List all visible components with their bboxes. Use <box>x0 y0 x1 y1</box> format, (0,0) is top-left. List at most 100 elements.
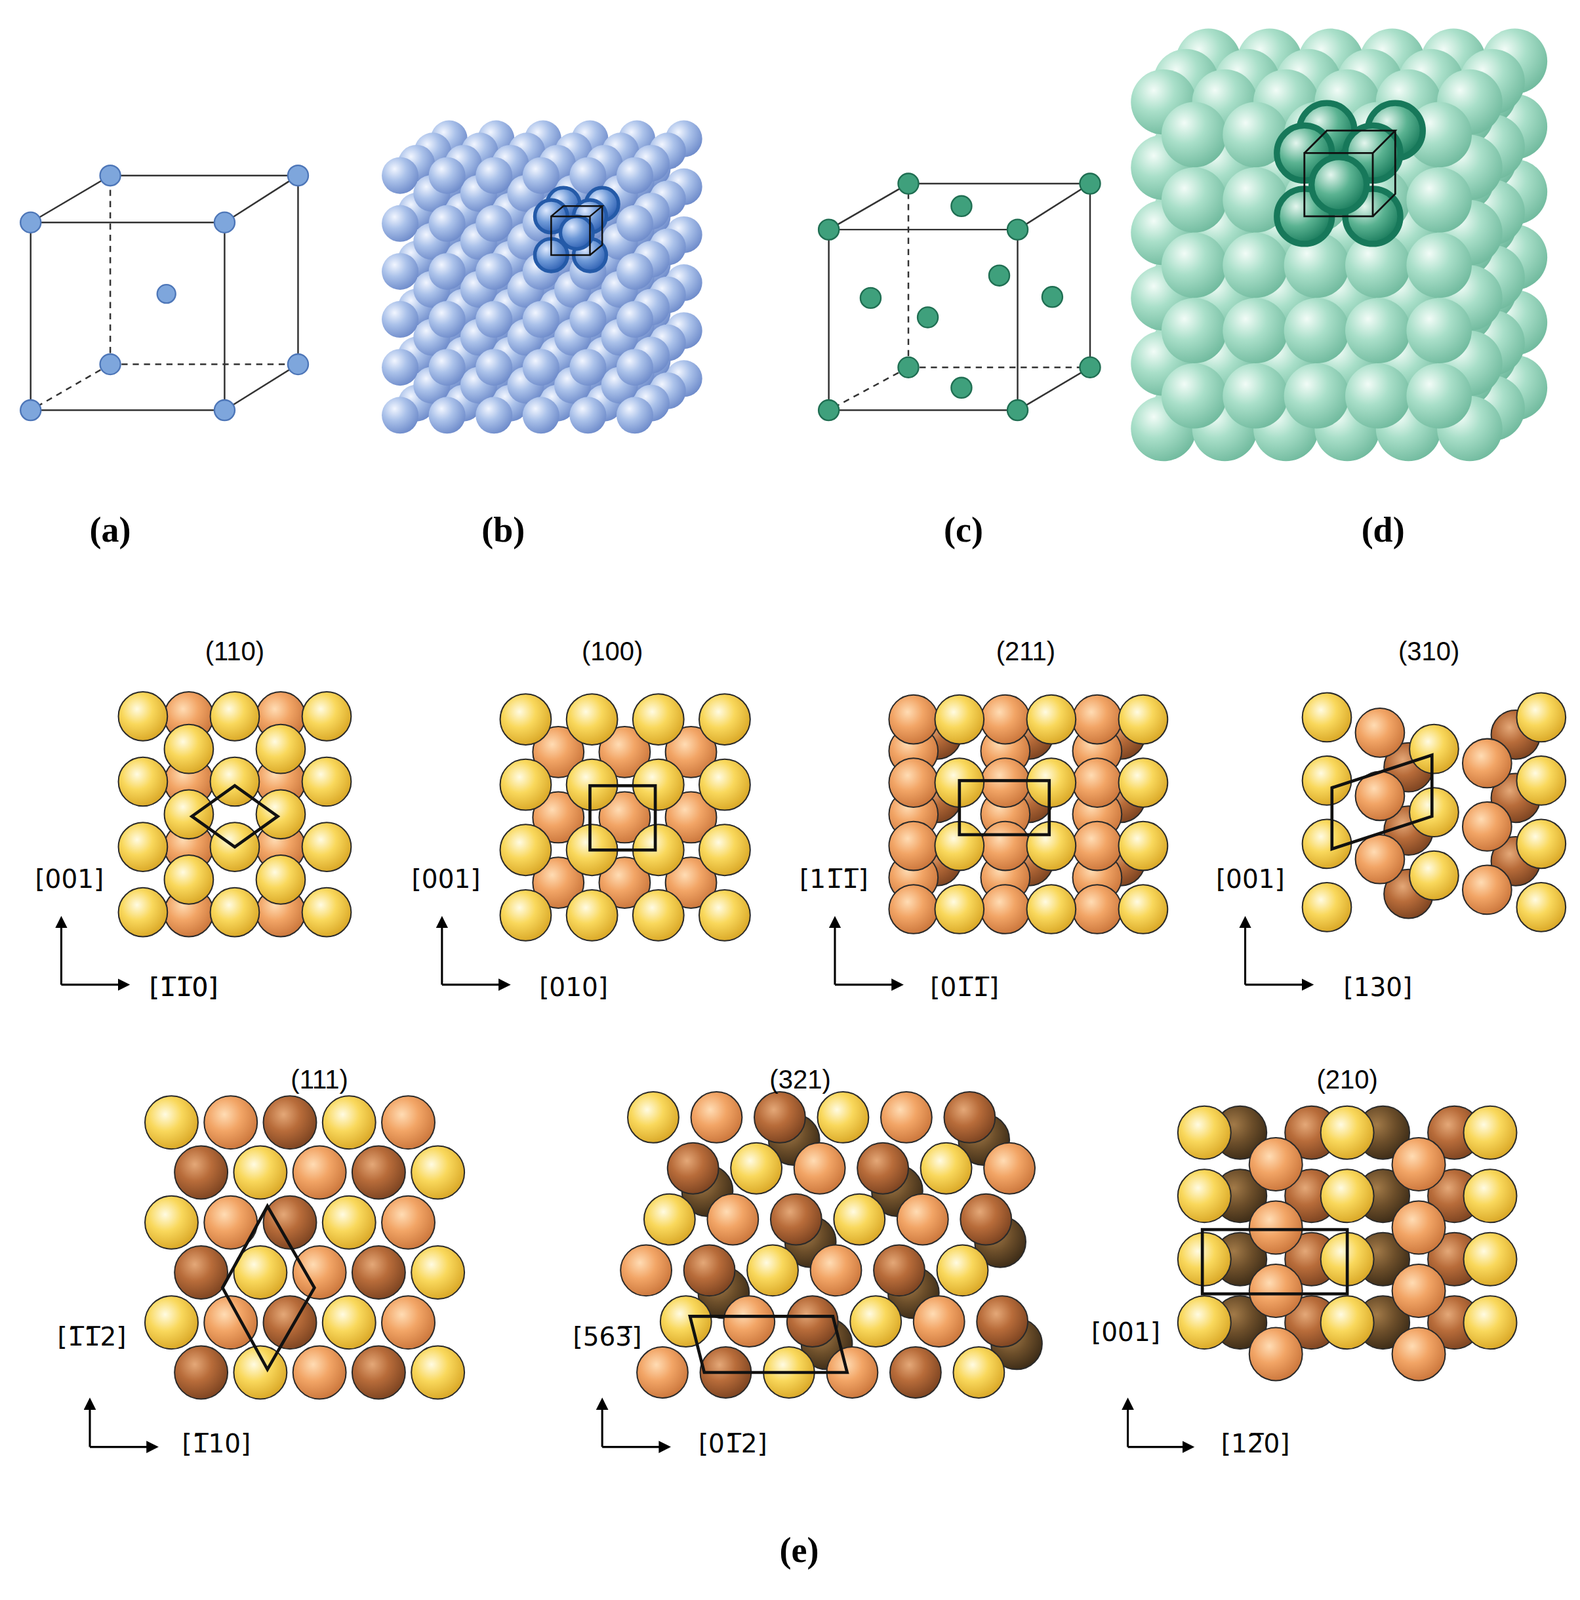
surface-atom <box>983 1143 1035 1195</box>
surface-atom <box>1463 1233 1518 1287</box>
surface-atom <box>500 890 552 942</box>
surface-atom <box>1320 1106 1375 1160</box>
fcc-unit-cell <box>951 196 972 217</box>
direction-label: [001] <box>1215 865 1285 894</box>
atom-sphere <box>616 205 654 243</box>
atom-sphere <box>1161 363 1228 429</box>
surface-atom <box>566 693 618 746</box>
direction-label: [001] <box>34 865 104 894</box>
surface-atom <box>566 890 618 942</box>
surface-atom <box>144 1095 199 1150</box>
surface-atom <box>627 1092 679 1144</box>
surface-atom <box>500 759 552 811</box>
surface-atom <box>411 1246 465 1300</box>
fcc-unit-cell <box>989 265 1010 286</box>
atom-sphere <box>522 348 560 386</box>
atom-sphere <box>1406 297 1472 364</box>
surface-atom <box>322 1296 376 1350</box>
surface-atom <box>1409 724 1459 774</box>
surface-atom <box>880 1092 932 1144</box>
surface-atom <box>411 1346 465 1400</box>
surface-atom <box>210 691 260 742</box>
surface-atom <box>118 691 168 742</box>
surface-atom <box>1355 708 1405 758</box>
bcc-unit-cell <box>20 400 41 421</box>
panel-label: (e) <box>779 1532 820 1571</box>
bcc-unit-cell <box>30 222 225 410</box>
surface-atom <box>1516 756 1566 806</box>
direction-arrow <box>88 1400 91 1448</box>
bcc-highlight <box>560 216 593 250</box>
surface-atom <box>943 1092 995 1144</box>
surface-title: (110) <box>205 636 265 666</box>
surface-atom <box>164 724 214 774</box>
surface-atom <box>747 1244 799 1297</box>
fcc-unit-cell <box>829 183 1091 410</box>
surface-atom <box>934 884 984 934</box>
direction-label: [010] <box>539 973 608 1003</box>
direction-arrow <box>60 983 128 986</box>
atom-sphere <box>428 157 466 195</box>
direction-arrow <box>1128 1446 1193 1449</box>
surface-atom <box>322 1095 376 1150</box>
atom-sphere <box>428 205 466 243</box>
fcc-unit-cell <box>897 173 919 195</box>
surface-atom <box>667 1143 719 1195</box>
fcc-unit-cell <box>818 400 839 421</box>
bcc-unit-cell <box>100 354 121 375</box>
surface-atom <box>1516 882 1566 932</box>
bcc-unit-cell <box>287 354 309 375</box>
fcc-unit-cell <box>1007 400 1028 421</box>
bcc-unit-cell <box>287 165 309 186</box>
direction-arrow <box>1245 983 1312 986</box>
surface-unit-cell <box>1332 755 1433 850</box>
surface-atom <box>980 758 1030 808</box>
surface-atom <box>1463 1169 1518 1223</box>
surface-atom <box>1302 693 1352 743</box>
surface-atom <box>302 757 352 807</box>
surface-atom <box>976 1296 1028 1348</box>
direction-arrow <box>60 918 63 986</box>
surface-atom <box>1177 1296 1232 1350</box>
atom-sphere <box>616 157 654 195</box>
direction-label: [01̅1̅] <box>930 973 999 1003</box>
atom-sphere <box>381 157 419 195</box>
atom-sphere <box>428 301 466 338</box>
direction-label: [001] <box>1091 1318 1161 1348</box>
surface-atom <box>1249 1201 1303 1255</box>
surface-atom <box>833 1194 885 1246</box>
atom-sphere <box>569 348 607 386</box>
direction-arrow <box>833 918 836 986</box>
atom-sphere <box>1161 167 1228 233</box>
bcc-unit-cell <box>30 175 299 411</box>
surface-atom <box>1027 758 1077 808</box>
fcc-unit-cell <box>1079 173 1100 195</box>
surface-atom <box>1118 758 1169 808</box>
fcc-highlight <box>1311 157 1367 213</box>
surface-atom <box>256 855 306 905</box>
surface-atom <box>302 691 352 742</box>
surface-atom <box>980 884 1030 934</box>
surface-atom <box>636 1347 689 1399</box>
direction-label: [11̅1̅] <box>799 865 869 894</box>
surface-unit-cell <box>959 780 1050 835</box>
surface-atom <box>1177 1169 1232 1223</box>
surface-atom <box>263 1296 317 1350</box>
surface-atom <box>1462 802 1512 852</box>
atom-sphere <box>1345 363 1411 429</box>
surface-atom <box>1073 884 1123 934</box>
surface-atom <box>1462 865 1512 915</box>
surface-unit-cell <box>1202 1229 1348 1295</box>
surface-atom <box>1177 1106 1232 1160</box>
fcc-unit-cell <box>897 357 919 378</box>
surface-atom <box>1249 1328 1303 1382</box>
atom-sphere <box>1284 297 1350 364</box>
surface-title: (310) <box>1398 636 1460 666</box>
surface-title: (111) <box>290 1065 348 1094</box>
surface-atom <box>937 1244 989 1297</box>
surface-atom <box>1409 787 1459 837</box>
surface-atom <box>1516 819 1566 870</box>
bcc-unit-cell <box>30 175 299 411</box>
surface-atom <box>1302 756 1352 806</box>
